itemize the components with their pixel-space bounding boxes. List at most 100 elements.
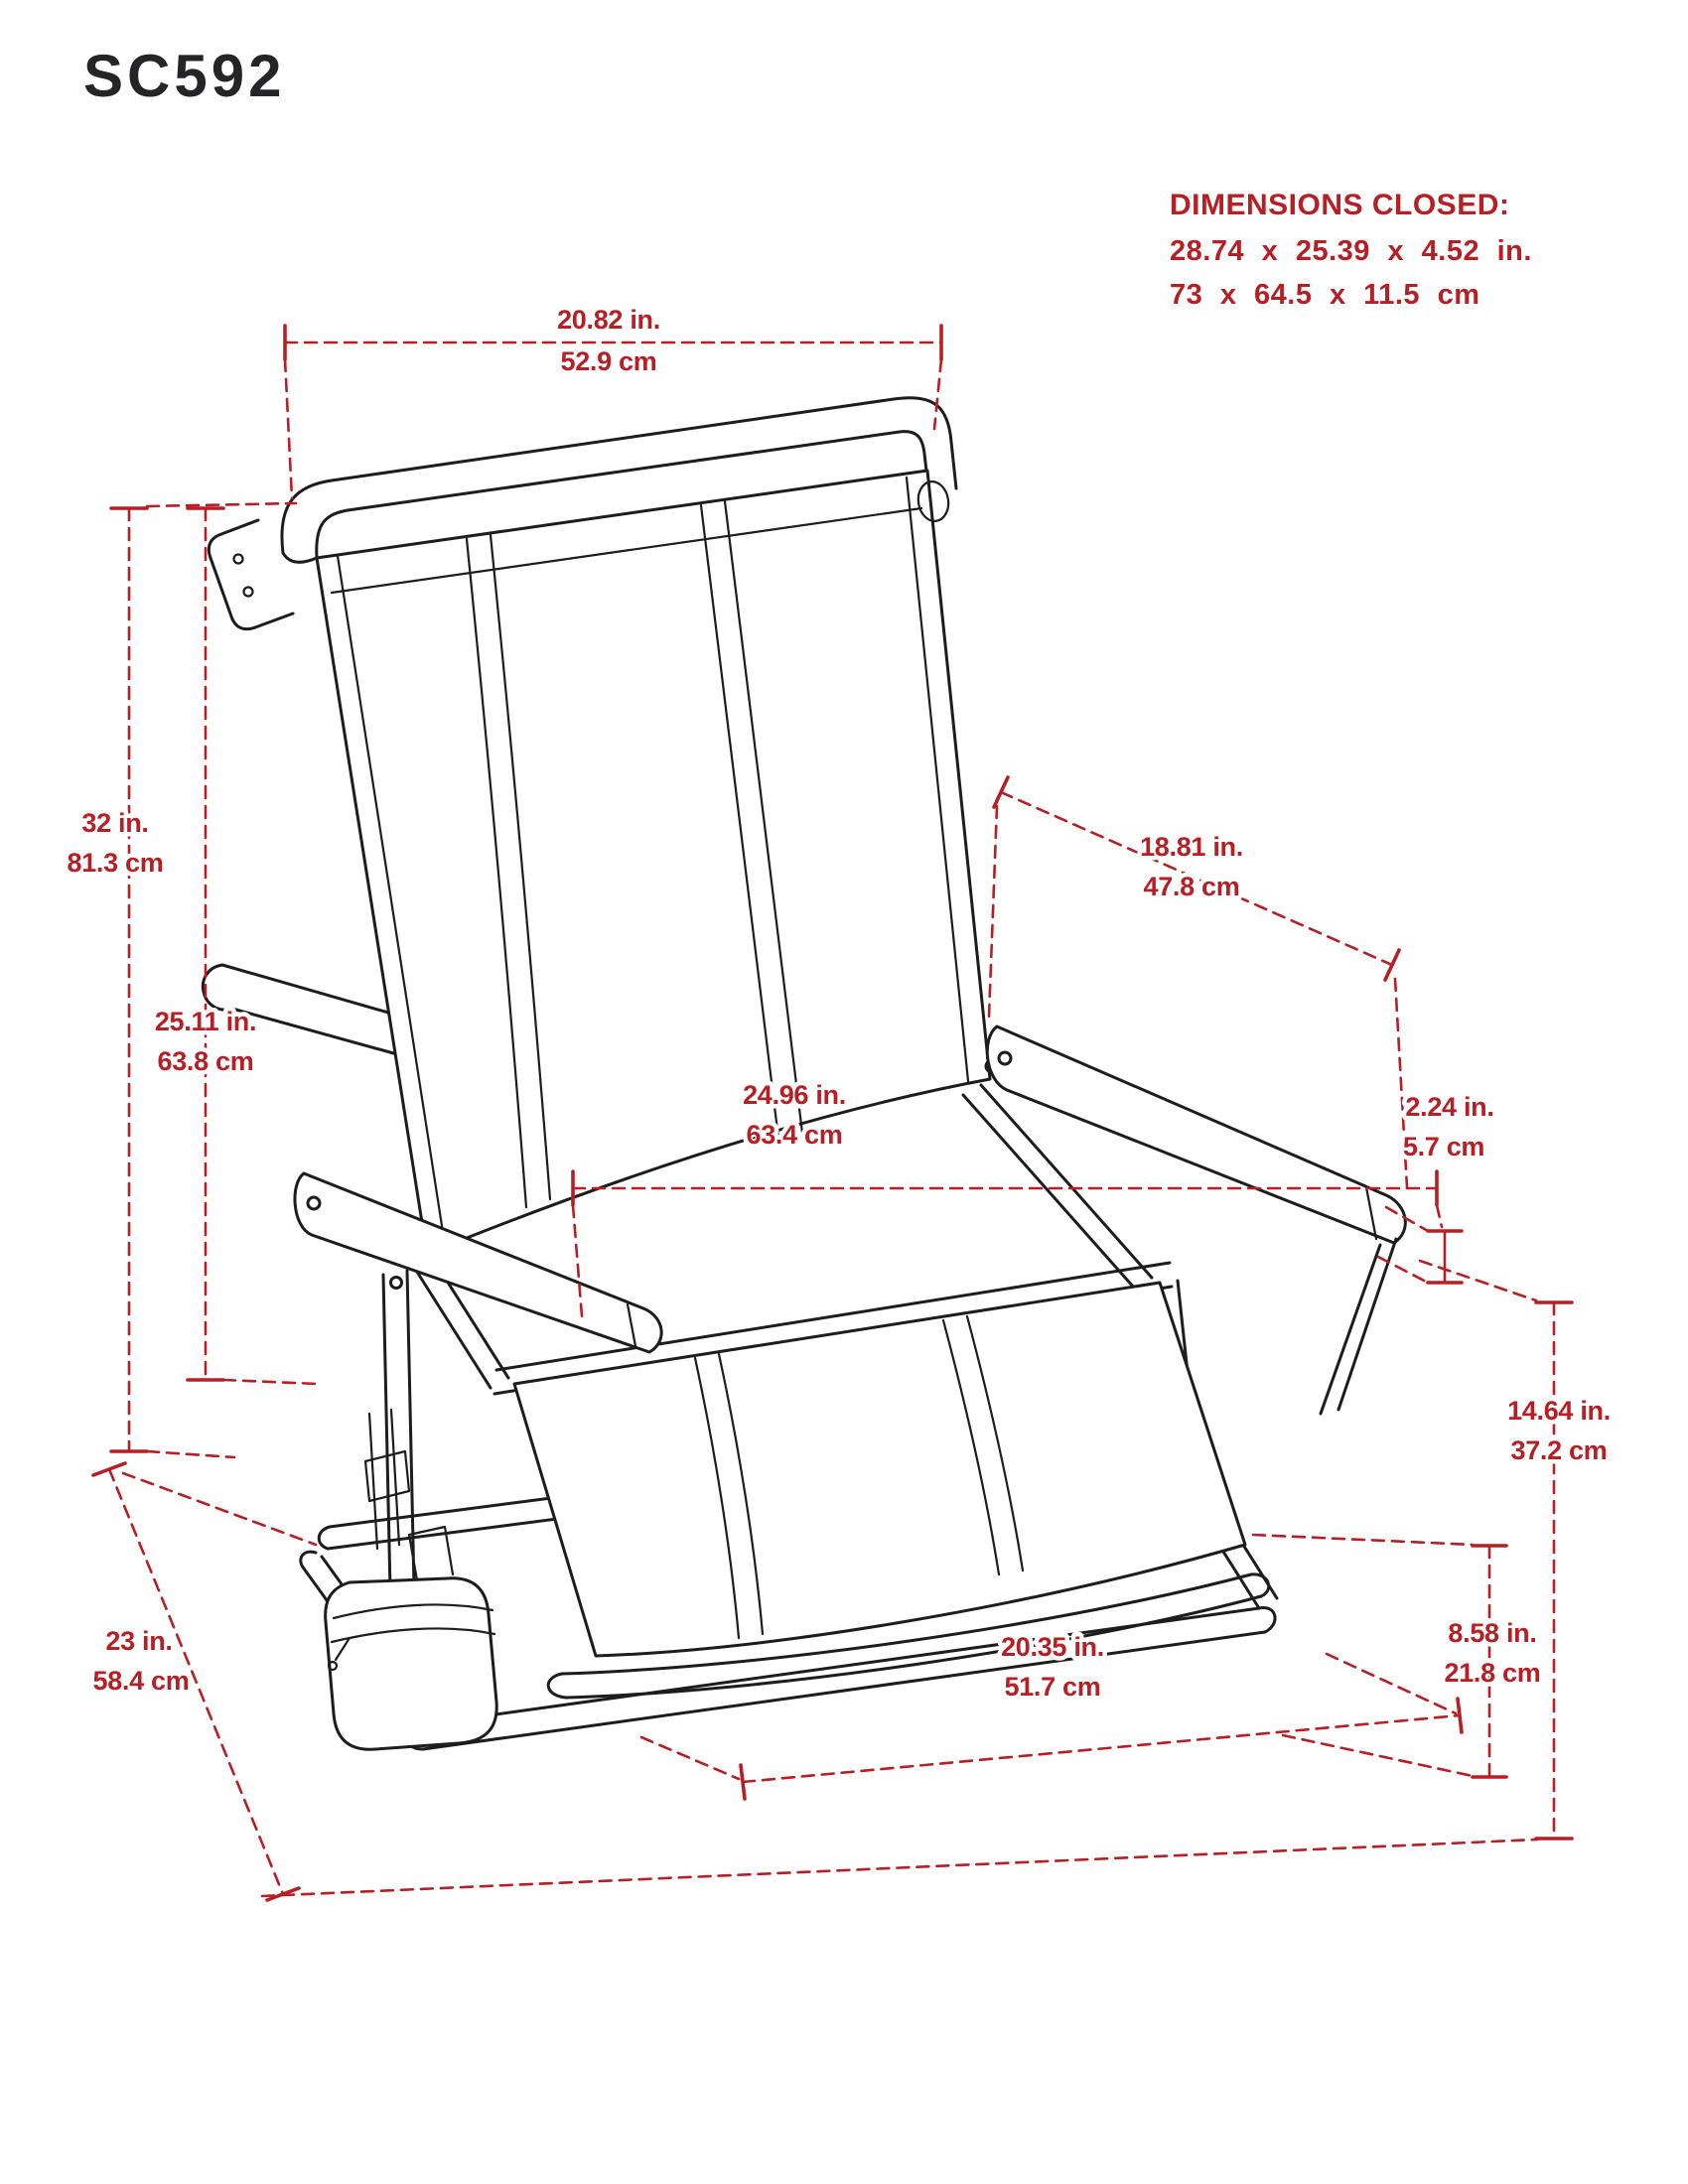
dimension-tick [739, 1763, 747, 1801]
dimension-line [107, 1467, 285, 1896]
dim-depth-label-in: 23 in. [105, 1626, 172, 1656]
backrest-fabric [315, 469, 992, 1256]
zipper-pull-ring [327, 1660, 339, 1672]
armrest-rear-support [1336, 1237, 1398, 1412]
hanging-grommet [916, 480, 950, 522]
dim-overall-height: 32 in. 81.3 cm [63, 501, 298, 1459]
pivot-bolt [997, 1050, 1013, 1066]
recline-arm [979, 1083, 1154, 1280]
storage-pouch [324, 1408, 498, 1751]
hanging-strap [367, 1412, 379, 1551]
backrest-top-tube [280, 396, 958, 555]
dim-seat-width: 20.35 in. 51.7 cm [639, 1628, 1464, 1801]
fabric-seam [465, 537, 528, 1209]
dimension-line [999, 790, 1394, 967]
dimension-tick [1383, 948, 1401, 982]
extension-line [639, 1735, 741, 1781]
frame-tube [220, 963, 397, 1017]
frame-tube [230, 1007, 399, 1056]
tube-end-cap [1249, 1572, 1271, 1598]
dimensions-closed-block: DIMENSIONS CLOSED: 28.74 x 25.39 x 4.52 … [1170, 189, 1532, 323]
dim-back-of-seat-height-label-cm: 37.2 cm [1511, 1435, 1608, 1465]
dimension-line [741, 1713, 1462, 1784]
dim-armrest-height: 2.24 in. 5.7 cm [1376, 1088, 1498, 1285]
dim-depth-label-cm: 58.4 cm [93, 1666, 190, 1696]
dimension-tick [265, 1886, 301, 1902]
dim-top-width-label-in: 20.82 in. [557, 305, 660, 335]
seat [413, 1257, 1247, 1658]
seat-front-tube [560, 1572, 1253, 1676]
tube-end-cap [546, 1672, 568, 1700]
bolt [232, 553, 244, 565]
extension-line [987, 804, 999, 1019]
pouch-zipper [330, 1627, 496, 1644]
pouch-strap [407, 1525, 455, 1582]
dim-armrest-height-label-in: 2.24 in. [1405, 1092, 1493, 1122]
pouch-flap-seam [332, 1603, 494, 1620]
dim-armrest-length: 18.81 in. 47.8 cm [987, 775, 1409, 1189]
dimension-tick [91, 1461, 127, 1477]
armrest-end-seam [1364, 1185, 1378, 1241]
dim-seat-height-label-in: 8.58 in. [1448, 1618, 1536, 1648]
extension-line [145, 1449, 236, 1459]
dimensions-closed-inches: 28.74 x 25.39 x 4.52 in. [1170, 235, 1532, 267]
pouch-body [324, 1576, 498, 1751]
ground-reference-line [260, 1838, 1539, 1898]
dimensions-closed-heading: DIMENSIONS CLOSED: [1170, 189, 1510, 221]
tube-end-cap [299, 1550, 318, 1570]
extension-line [932, 357, 943, 431]
dim-overall-height-label-in: 32 in. [81, 808, 148, 838]
dim-inner-width: 24.96 in. 63.4 cm [571, 1076, 1444, 1318]
fabric-seam [693, 1356, 741, 1640]
rear-fold-tube [201, 963, 399, 1056]
left-armrest [293, 1171, 663, 1354]
fabric-seam [723, 499, 804, 1135]
frame-tube [201, 963, 234, 1012]
dimension-tick [1456, 1697, 1464, 1734]
fabric-seam [965, 1314, 1025, 1572]
seat-rear-tube [494, 1261, 1172, 1372]
dim-armrest-height-label-cm: 5.7 cm [1403, 1132, 1484, 1161]
seat-fabric [512, 1281, 1247, 1658]
pivot-bolt [389, 1276, 403, 1290]
extension-line [1435, 1203, 1444, 1229]
fabric-hem [330, 506, 923, 595]
dim-inner-width-label-cm: 63.4 cm [747, 1120, 843, 1150]
dim-seat-width-label-in: 20.35 in. [1001, 1632, 1104, 1662]
extension-line [1418, 1259, 1538, 1302]
extension-line [1251, 1533, 1475, 1547]
dimension-tick [992, 775, 1010, 809]
extension-line [221, 1378, 320, 1386]
dim-back-of-seat-height-label-in: 14.64 in. [1507, 1396, 1611, 1426]
dimensions-closed-centimeters: 73 x 64.5 x 11.5 cm [1170, 279, 1480, 311]
backrest-top-tube-inner [315, 430, 930, 560]
dim-overall-height-label-cm: 81.3 cm [68, 848, 164, 878]
recline-arm [961, 1093, 1136, 1290]
extension-line [1281, 1733, 1475, 1778]
dim-back-height: 25.11 in. 63.8 cm [150, 506, 320, 1386]
tube-end-cap [1257, 1606, 1277, 1634]
strap-buckle [363, 1449, 411, 1503]
backrest [207, 396, 992, 1256]
fabric-sleeve-line [336, 554, 447, 1247]
fabric-seam [489, 533, 552, 1201]
dim-top-width-label-cm: 52.9 cm [561, 346, 657, 376]
dim-back-of-seat-height: 14.64 in. 37.2 cm [1418, 1259, 1616, 1841]
base-front-rail [421, 1630, 1267, 1751]
dim-seat-height-label-cm: 21.8 cm [1445, 1658, 1541, 1688]
page-title: SC592 [83, 43, 286, 109]
pivot-bolt [306, 1195, 322, 1211]
bolt [242, 586, 254, 598]
extension-line [121, 1471, 318, 1547]
extension-line [283, 357, 294, 500]
dim-top-width: 20.82 in. 52.9 cm [283, 301, 943, 500]
tube-end-cap [317, 1525, 332, 1551]
dim-depth: 23 in. 58.4 cm [88, 1461, 318, 1902]
right-armrest [985, 1024, 1407, 1245]
chair-line-art [201, 396, 1407, 1751]
front-frame [404, 1572, 1277, 1751]
left-armrest-assembly [293, 1171, 663, 1354]
fabric-seam [699, 503, 780, 1141]
dim-inner-width-label-in: 24.96 in. [743, 1080, 846, 1110]
dim-seat-width-label-cm: 51.7 cm [1005, 1672, 1101, 1702]
